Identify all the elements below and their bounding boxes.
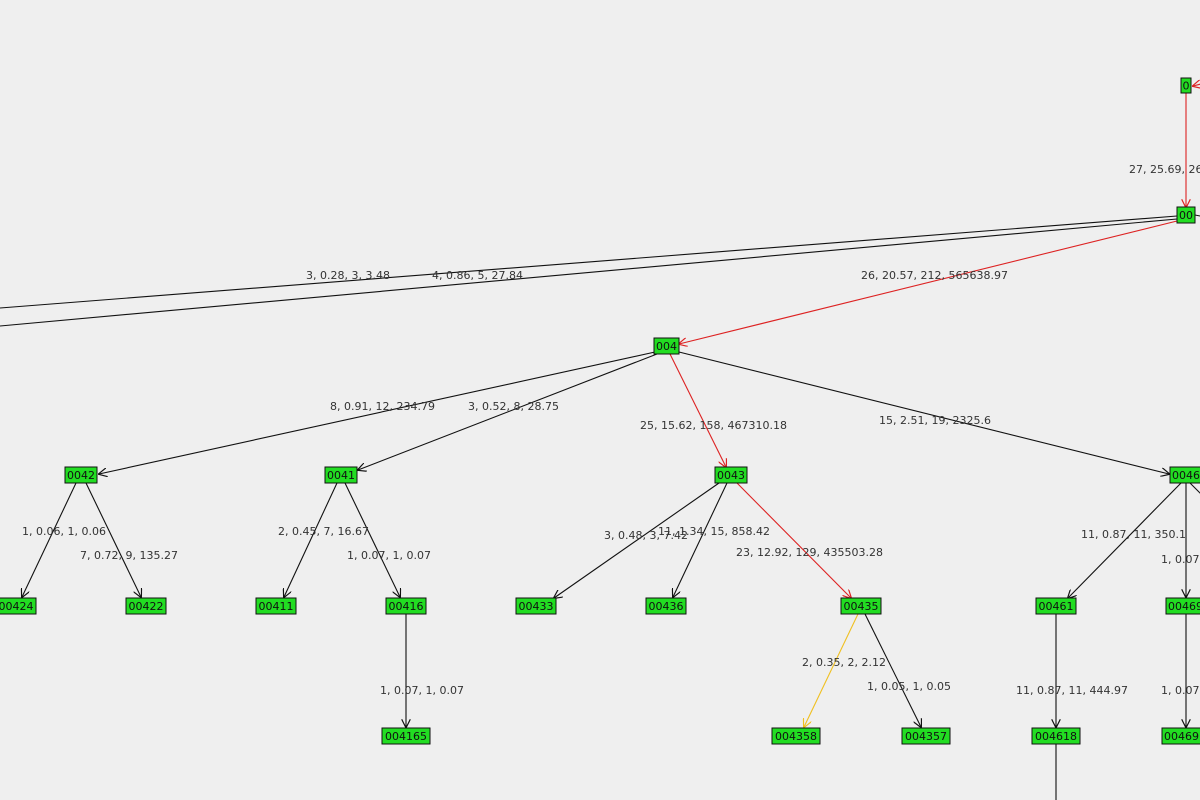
edge-label: 11, 1.34, 15, 858.42 — [658, 525, 770, 538]
edge-0042-to-00424[interactable] — [22, 482, 77, 597]
node-label: 004165 — [385, 730, 427, 743]
tree-node-00461[interactable]: 00461 — [1035, 597, 1077, 615]
edge-label: 15, 2.51, 19, 2325.6 — [879, 414, 991, 427]
edge-004-to-0046[interactable] — [678, 351, 1169, 474]
node-label: 0046 — [1172, 469, 1200, 482]
tree-node-00424[interactable]: 00424 — [0, 597, 37, 615]
tree-node-00422[interactable]: 00422 — [125, 597, 167, 615]
node-label: 004358 — [775, 730, 817, 743]
tree-node-00411[interactable]: 00411 — [255, 597, 297, 615]
tree-node-004618[interactable]: 004618 — [1031, 727, 1081, 745]
edge-004-to-0043[interactable] — [669, 353, 726, 467]
edge-label: 1, 0.07, — [1161, 684, 1200, 697]
edge-label: 11, 0.87, 11, 444.97 — [1016, 684, 1128, 697]
node-label: 004357 — [905, 730, 947, 743]
edge-label: 1, 0.05, 1, 0.05 — [867, 680, 951, 693]
node-label: 00422 — [129, 600, 164, 613]
edge-labels-layer: 27, 25.69, 26 3, 0.28, 3, 3.48 4, 0.86, … — [22, 163, 1200, 697]
tree-node-004357[interactable]: 004357 — [901, 727, 951, 745]
edge-00435-to-004357[interactable] — [864, 613, 921, 727]
edge-label: 3, 0.48, 3, 7.42 — [604, 529, 688, 542]
tree-node-0043[interactable]: 0043 — [714, 466, 748, 484]
edge-00-to-offscreen-left-1[interactable] — [0, 215, 1178, 309]
edge-label: 2, 0.35, 2, 2.12 — [802, 656, 886, 669]
edge-00-to-offscreen[interactable] — [1194, 214, 1200, 217]
node-label: 00435 — [844, 600, 879, 613]
edge-0041-to-00416[interactable] — [344, 482, 400, 597]
edge-label: 1, 0.06, 1, 0.06 — [22, 525, 106, 538]
node-label: 00436 — [649, 600, 684, 613]
node-label: 0 — [1183, 80, 1190, 93]
tree-node-004[interactable]: 004 — [653, 337, 680, 355]
node-label: 004618 — [1035, 730, 1077, 743]
node-label: 004 — [656, 340, 677, 353]
node-label: 00433 — [519, 600, 554, 613]
edge-label: 27, 25.69, 26 — [1129, 163, 1200, 176]
edge-label: 4, 0.86, 5, 27.84 — [432, 269, 523, 282]
edge-label: 1, 0.07, — [1161, 553, 1200, 566]
node-label: 00 — [1179, 209, 1193, 222]
node-label: 00411 — [259, 600, 294, 613]
edge-label: 7, 0.72, 9, 135.27 — [80, 549, 178, 562]
tree-node-0046[interactable]: 0046 — [1169, 466, 1200, 484]
tree-node-00[interactable]: 00 — [1176, 206, 1196, 224]
edge-00-to-004[interactable] — [679, 220, 1178, 344]
tree-node-00469x[interactable]: 00469 — [1161, 727, 1200, 745]
edge-label: 1, 0.07, 1, 0.07 — [347, 549, 431, 562]
edge-004-to-0041[interactable] — [358, 353, 658, 470]
edges-layer — [0, 83, 1200, 800]
node-label: 0042 — [67, 469, 95, 482]
edge-00435-to-004358[interactable] — [804, 613, 859, 727]
tree-node-00433[interactable]: 00433 — [515, 597, 557, 615]
node-label: 00416 — [389, 600, 424, 613]
tree-node-00436[interactable]: 00436 — [645, 597, 687, 615]
edge-label: 3, 0.52, 8, 28.75 — [468, 400, 559, 413]
tree-node-00416[interactable]: 00416 — [385, 597, 427, 615]
edge-offscreen-to-0[interactable] — [1193, 83, 1200, 86]
tree-node-0041[interactable]: 0041 — [324, 466, 358, 484]
tree-node-00469[interactable]: 00469 — [1165, 597, 1200, 615]
edge-label: 23, 12.92, 129, 435503.28 — [736, 546, 883, 559]
node-label: 00424 — [0, 600, 34, 613]
edge-004-to-0042[interactable] — [99, 351, 656, 474]
tree-node-004358[interactable]: 004358 — [771, 727, 821, 745]
tree-node-0042[interactable]: 0042 — [64, 466, 98, 484]
tree-node-00435[interactable]: 00435 — [840, 597, 882, 615]
tree-node-004165[interactable]: 004165 — [381, 727, 431, 745]
edge-label: 1, 0.07, 1, 0.07 — [380, 684, 464, 697]
edge-0046-to-00461[interactable] — [1068, 482, 1182, 598]
edge-label: 8, 0.91, 12, 234.79 — [330, 400, 435, 413]
edge-label: 25, 15.62, 158, 467310.18 — [640, 419, 787, 432]
edge-label: 11, 0.87, 11, 350.1 — [1081, 528, 1186, 541]
edge-0043-to-00433[interactable] — [554, 482, 720, 598]
edge-label: 26, 20.57, 212, 565638.97 — [861, 269, 1008, 282]
edge-label: 2, 0.45, 7, 16.67 — [278, 525, 369, 538]
nodes-layer: 0 00 004 0042 0041 0043 0046 00424 — [0, 77, 1200, 745]
tree-node-0[interactable]: 0 — [1180, 77, 1192, 94]
edge-label: 3, 0.28, 3, 3.48 — [306, 269, 390, 282]
edge-0043-to-00435[interactable] — [736, 482, 851, 598]
edge-0041-to-00411[interactable] — [284, 482, 338, 597]
edge-00-to-offscreen-left-2[interactable] — [0, 218, 1178, 327]
edge-0046-to-offscreen[interactable] — [1189, 482, 1200, 498]
node-label: 0041 — [327, 469, 355, 482]
node-label: 0043 — [717, 469, 745, 482]
node-label: 00469 — [1164, 730, 1199, 743]
edge-0043-to-00436[interactable] — [673, 482, 728, 597]
node-label: 00461 — [1039, 600, 1074, 613]
node-label: 00469 — [1168, 600, 1200, 613]
edge-0042-to-00422[interactable] — [85, 482, 141, 597]
